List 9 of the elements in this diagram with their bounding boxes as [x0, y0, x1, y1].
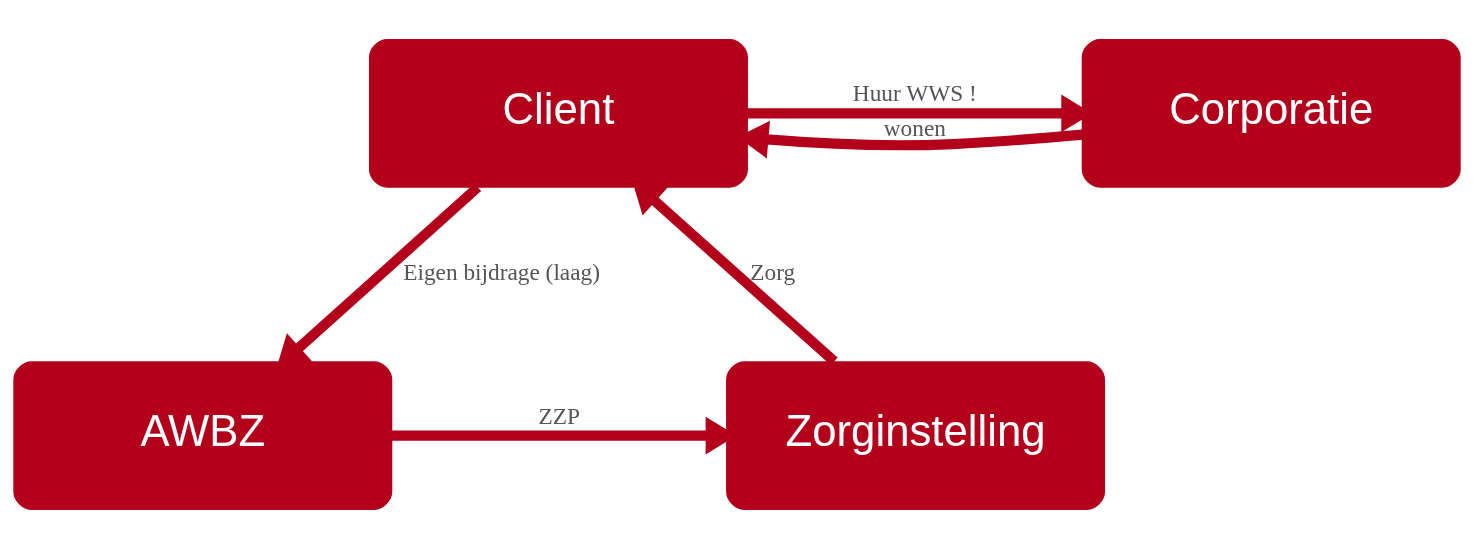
edge-label: ZZP — [538, 402, 580, 429]
edge-label: Zorg — [750, 259, 796, 286]
node-box: Client — [368, 39, 748, 188]
edge-label: Eigen bijdrage (laag) — [403, 259, 600, 286]
edge-label: wonen — [883, 115, 946, 142]
node-box: Zorginstelling — [726, 361, 1106, 510]
node-box: Corporatie — [1081, 39, 1461, 188]
edge-label: Huur WWS ! — [852, 80, 977, 107]
node-box: AWBZ — [13, 361, 393, 510]
